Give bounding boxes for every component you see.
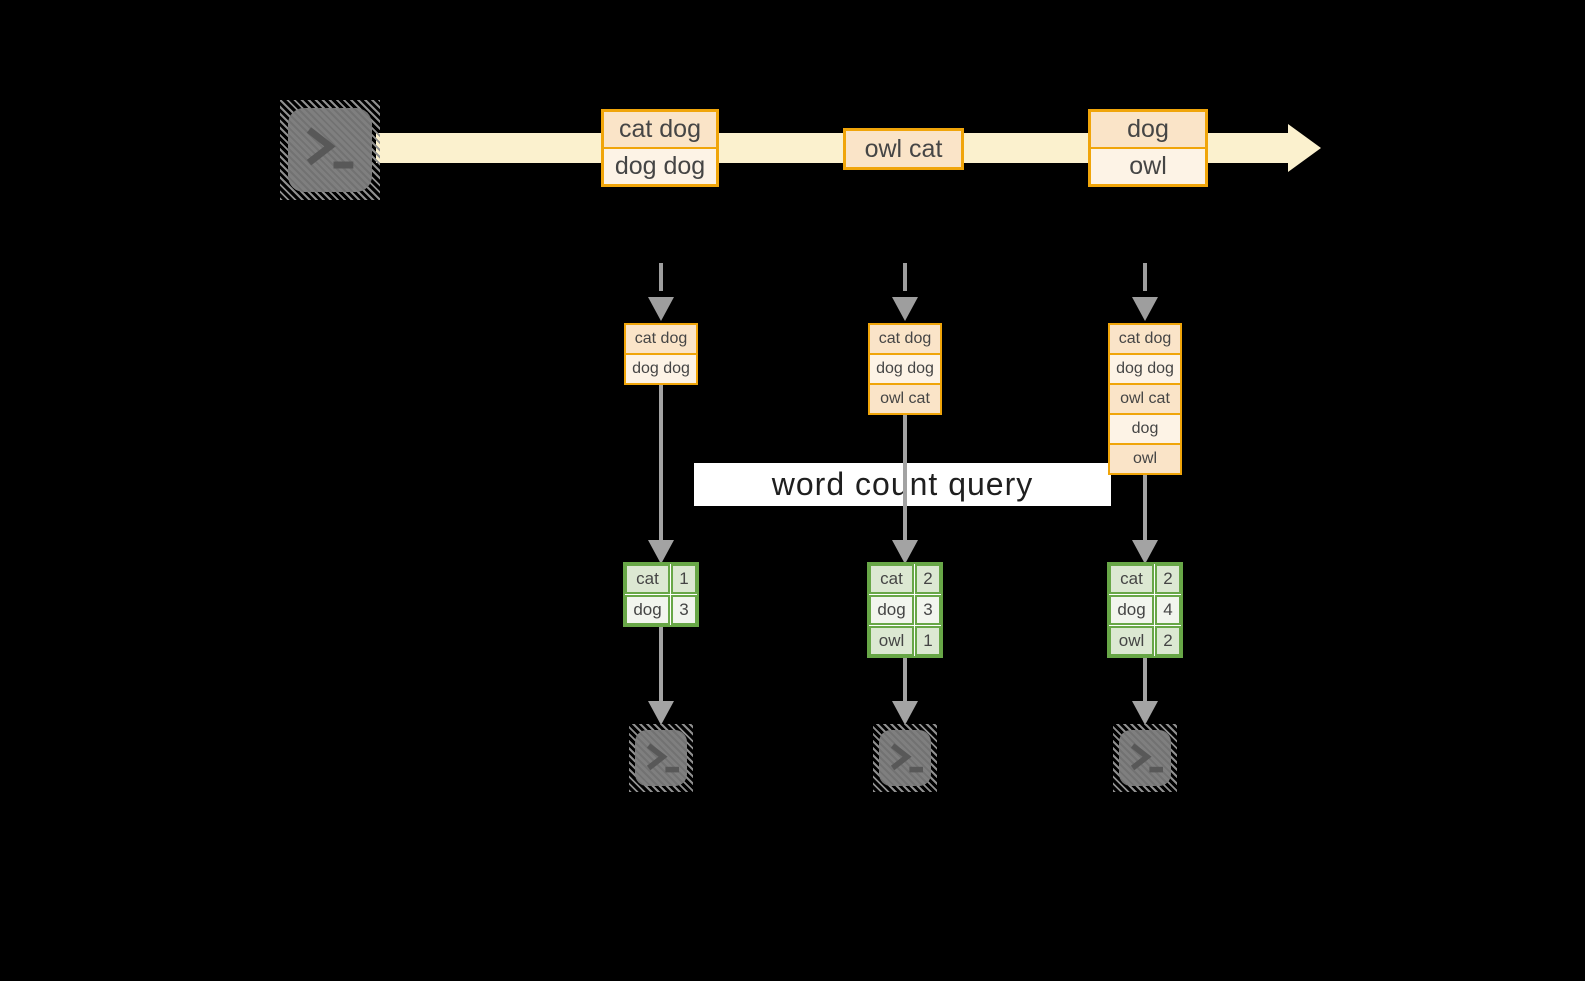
count-word-cell: cat — [869, 564, 914, 594]
terminal-prompt-icon — [306, 127, 354, 169]
count-value-cell: 1 — [671, 564, 697, 594]
count-value-cell: 2 — [1155, 626, 1181, 656]
count-value-cell: 4 — [1155, 595, 1181, 625]
consumer-terminal-icon — [1113, 724, 1177, 792]
output-arrow-line — [903, 658, 907, 707]
count-value-cell: 1 — [915, 626, 941, 656]
ingest-arrow-dash — [659, 263, 663, 291]
ingest-arrow-head — [648, 297, 674, 321]
terminal-prompt-icon — [1131, 742, 1164, 772]
count-word-cell: owl — [869, 626, 914, 656]
output-arrow-line — [1143, 658, 1147, 707]
log-entry: dog dog — [1108, 353, 1182, 385]
terminal-prompt-icon — [647, 742, 680, 772]
log-entry: dog dog — [868, 353, 942, 385]
count-value-cell: 3 — [671, 595, 697, 625]
count-value-cell: 2 — [915, 564, 941, 594]
log-entry: cat dog — [1108, 323, 1182, 355]
message-line: dog — [1091, 112, 1205, 147]
log-entry: cat dog — [868, 323, 942, 355]
producer-terminal-icon — [280, 100, 380, 200]
count-word-cell: dog — [625, 595, 670, 625]
connector-arrow-head — [1132, 540, 1158, 564]
output-arrow-head — [1132, 701, 1158, 725]
log-entry: owl cat — [1108, 383, 1182, 415]
ingest-arrow-head — [1132, 297, 1158, 321]
ingest-arrow-head — [892, 297, 918, 321]
count-word-cell: dog — [869, 595, 914, 625]
stream-arrow-head — [1288, 124, 1321, 172]
count-word-cell: owl — [1109, 626, 1154, 656]
output-arrow-head — [892, 701, 918, 725]
log-entry: owl cat — [868, 383, 942, 415]
ingest-arrow-dash — [1143, 263, 1147, 291]
log-entry: dog dog — [624, 353, 698, 385]
connector-line — [1143, 475, 1147, 546]
message-line: dog dog — [604, 147, 716, 184]
terminal-icon — [879, 730, 931, 786]
query-banner: word count query — [694, 463, 1111, 506]
stream-message: owl cat — [843, 128, 964, 170]
connector-line — [659, 385, 663, 546]
output-arrow-head — [648, 701, 674, 725]
count-word-cell: cat — [625, 564, 670, 594]
terminal-icon — [635, 730, 687, 786]
connector-arrow-head — [648, 540, 674, 564]
query-banner-label: word count query — [771, 466, 1034, 502]
log-entry: dog — [1108, 413, 1182, 445]
message-line: cat dog — [604, 112, 716, 147]
ingest-arrow-dash — [903, 263, 907, 291]
count-word-cell: cat — [1109, 564, 1154, 594]
connector-arrow-head — [892, 540, 918, 564]
terminal-icon — [1119, 730, 1171, 786]
log-entry: cat dog — [624, 323, 698, 355]
message-line: owl cat — [846, 131, 961, 167]
connector-line — [903, 415, 907, 546]
log-entry: owl — [1108, 443, 1182, 475]
message-line: owl — [1091, 147, 1205, 184]
count-word-cell: dog — [1109, 595, 1154, 625]
count-value-cell: 2 — [1155, 564, 1181, 594]
terminal-prompt-icon — [891, 742, 924, 772]
count-value-cell: 3 — [915, 595, 941, 625]
terminal-icon — [288, 108, 372, 192]
consumer-terminal-icon — [629, 724, 693, 792]
output-arrow-line — [659, 627, 663, 707]
consumer-terminal-icon — [873, 724, 937, 792]
